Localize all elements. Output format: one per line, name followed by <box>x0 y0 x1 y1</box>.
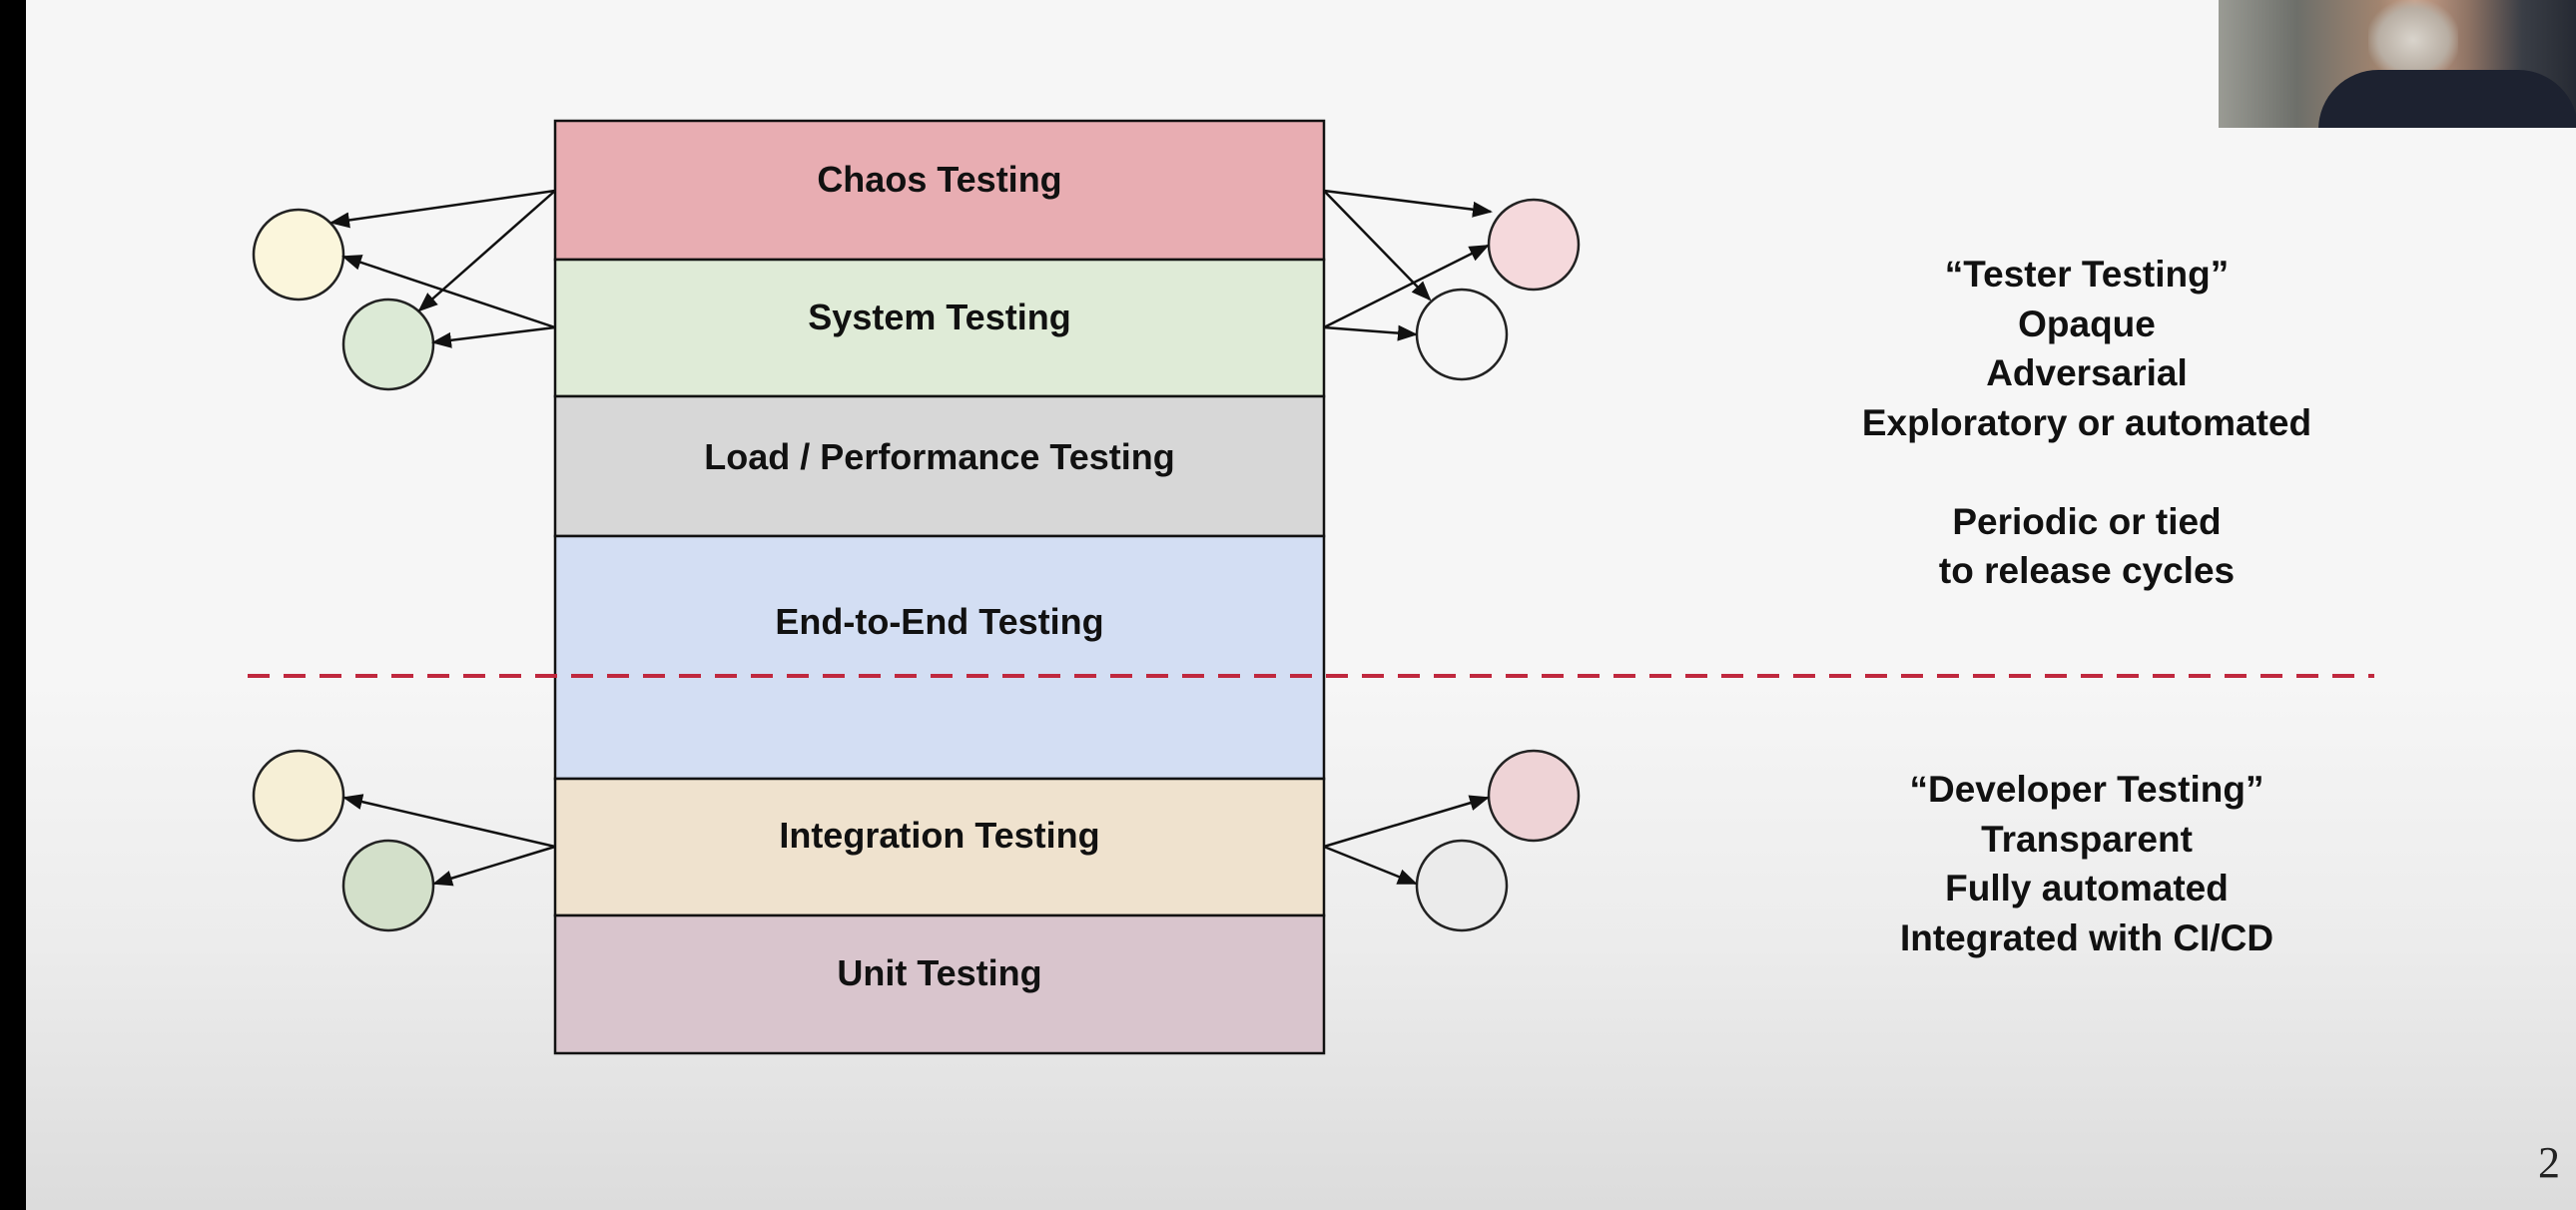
layer-box-load <box>553 394 1326 538</box>
arrow <box>342 794 556 849</box>
arrows <box>329 189 1493 887</box>
developer-testing-line: Transparent <box>1981 818 2193 860</box>
tester-testing-heading: “Tester Testing” <box>1944 254 2230 295</box>
layer-box-e2e <box>553 534 1326 781</box>
developer-testing-text: “Developer Testing” Transparent Fully au… <box>1777 765 2396 962</box>
tester-testing-line: Exploratory or automated <box>1861 401 2312 443</box>
layer-label-integration: Integration Testing <box>779 815 1099 856</box>
tester-testing-line: Opaque <box>2018 302 2156 344</box>
layer-label-chaos: Chaos Testing <box>817 159 1061 200</box>
arrow <box>341 255 556 329</box>
layer-label-system: System Testing <box>808 297 1070 337</box>
arrow <box>329 189 556 229</box>
arrow <box>431 325 556 348</box>
node-circle-bottom-right-pink <box>1487 749 1581 843</box>
layer-box-chaos <box>553 119 1326 262</box>
developer-testing-line: Integrated with CI/CD <box>1899 916 2274 958</box>
developer-testing-heading: “Developer Testing” <box>1909 769 2264 810</box>
layer-box-integration <box>553 777 1326 917</box>
layer-label-load: Load / Performance Testing <box>704 436 1174 477</box>
page-number: 2 <box>2538 1138 2560 1187</box>
node-circle-bottom-left-green <box>341 839 435 932</box>
arrow <box>417 190 556 312</box>
testing-stack: Chaos Testing System Testing Load / Perf… <box>553 119 1326 1055</box>
developer-testing-line: Fully automated <box>1945 868 2229 908</box>
layer-label-e2e: End-to-End Testing <box>775 601 1103 642</box>
tester-cadence-line: to release cycles <box>1938 550 2236 591</box>
arrow <box>1323 189 1493 218</box>
arrow <box>1323 244 1490 329</box>
arrow <box>432 845 556 887</box>
node-circle-top-left-yellow <box>252 208 345 302</box>
arrow <box>1323 795 1490 849</box>
tester-cadence-line: Periodic or tied <box>1952 500 2222 542</box>
tester-testing-line: Adversarial <box>1986 352 2188 393</box>
arrow <box>1323 845 1418 886</box>
node-circle-bottom-right-white <box>1415 839 1509 932</box>
node-circle-bottom-left-yellow <box>252 749 345 843</box>
layer-label-unit: Unit Testing <box>837 952 1041 993</box>
layer-box-unit <box>553 913 1326 1055</box>
tester-testing-text: “Tester Testing” Opaque Adversarial Expl… <box>1777 250 2396 596</box>
node-circle-top-right-white <box>1415 288 1509 381</box>
arrow <box>1323 324 1418 341</box>
webcam-overlay <box>2219 0 2576 128</box>
node-circle-top-left-green <box>341 298 435 391</box>
node-circle-top-right-pink <box>1487 198 1581 292</box>
layer-box-system <box>553 258 1326 398</box>
arrow <box>1323 190 1432 302</box>
